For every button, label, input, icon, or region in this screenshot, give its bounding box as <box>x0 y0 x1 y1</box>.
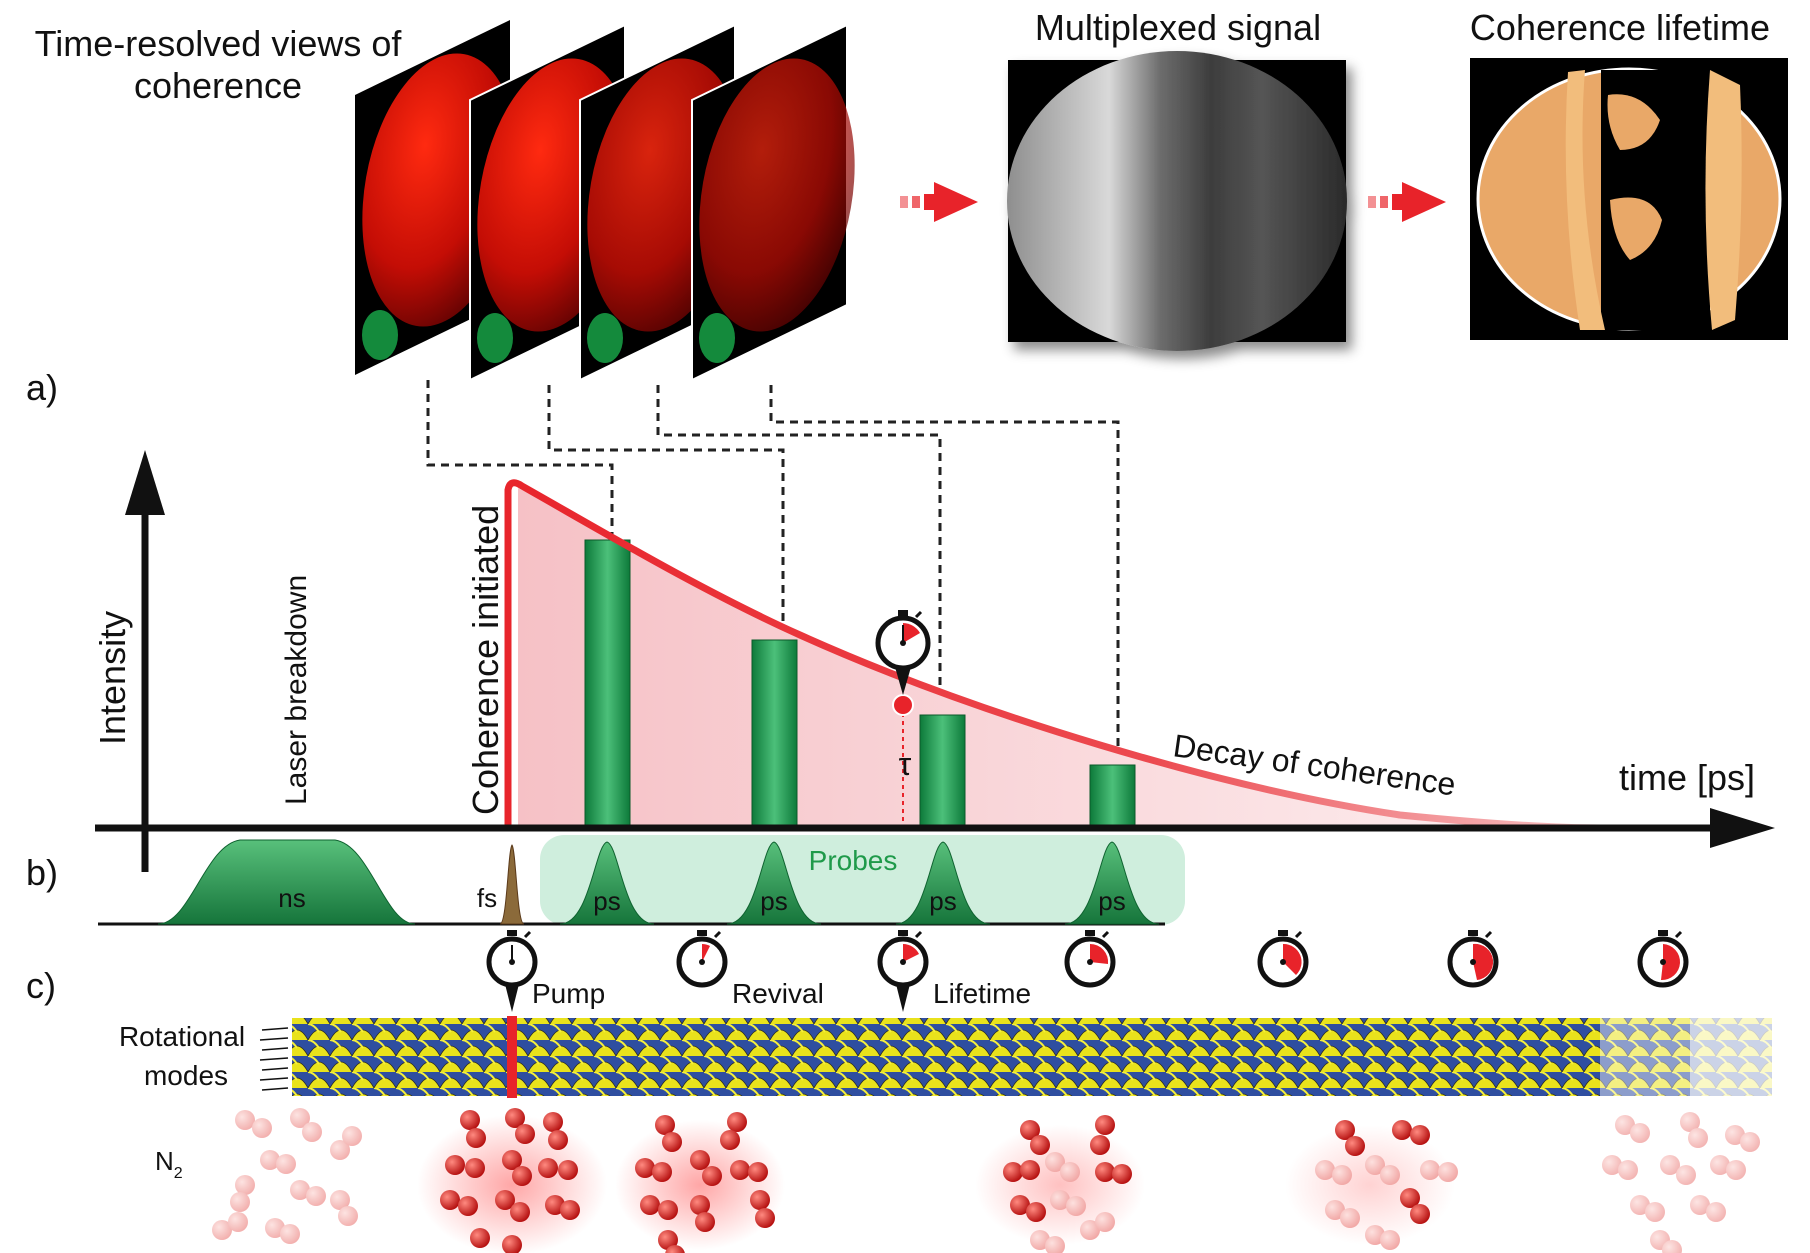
title-time-resolved-line2: coherence <box>134 65 302 106</box>
rotational-modes-strip <box>292 1016 1772 1098</box>
rotational-label-line1: Rotational <box>119 1021 245 1052</box>
n2-symbol: N <box>155 1146 174 1176</box>
tau-point <box>892 694 914 716</box>
ns-label: ns <box>278 883 305 913</box>
n2-cluster-lifetime <box>975 1115 1145 1253</box>
ps-pulse <box>1064 841 1160 925</box>
stopwatch-icon <box>877 930 929 1012</box>
arrow-right-icon <box>1368 182 1446 222</box>
ps-pulse <box>726 841 822 925</box>
time-resolved-frames <box>355 20 855 382</box>
n2-cluster-decay <box>1285 1120 1458 1250</box>
stopwatch-icon <box>1447 930 1499 988</box>
tau-label: τ <box>899 746 912 782</box>
panel-label-b: b) <box>26 852 58 893</box>
n2-cluster-revival <box>615 1112 785 1253</box>
frame-4 <box>691 23 855 382</box>
rotational-arrows <box>259 1027 289 1091</box>
ps-pulses <box>559 841 1160 925</box>
pump-label: Pump <box>532 978 605 1009</box>
stopwatch-icon <box>1064 930 1116 988</box>
lifetime-label: Lifetime <box>933 978 1031 1009</box>
multiplexed-image <box>1007 51 1347 351</box>
ps-pulse <box>895 841 991 925</box>
stopwatch-icon <box>1637 930 1689 988</box>
panel-label-c: c) <box>26 965 56 1006</box>
laser-breakdown-label: Laser breakdown <box>280 575 313 805</box>
arrow-right-icon <box>900 182 978 222</box>
n2-label: N2 <box>155 1146 183 1182</box>
x-axis-label: time [ps] <box>1619 757 1755 798</box>
probe-bar <box>919 714 966 829</box>
probe-bar <box>584 539 631 829</box>
stopwatch-icon <box>486 930 538 1012</box>
ps-label-4: ps <box>1098 886 1125 916</box>
lifetime-image <box>1470 58 1788 340</box>
stopwatch-icon <box>1257 930 1309 988</box>
decay-curve <box>480 479 1601 832</box>
revival-label: Revival <box>732 978 824 1009</box>
y-axis-arrowhead <box>125 450 165 515</box>
probe-bar <box>1089 764 1136 829</box>
title-multiplexed: Multiplexed signal <box>1035 7 1321 48</box>
probe-bar <box>751 639 798 829</box>
probes-label: Probes <box>809 845 898 876</box>
coherence-initiated-label: Coherence initiated <box>465 505 506 815</box>
title-time-resolved-line1: Time-resolved views of <box>35 23 403 64</box>
stopwatch-icon <box>676 930 728 988</box>
fs-pulse <box>499 844 525 925</box>
fs-label: fs <box>477 883 497 913</box>
probes-band <box>540 835 1185 925</box>
stopwatch-icon <box>875 610 931 695</box>
ps-label-1: ps <box>593 886 620 916</box>
rotational-label-line2: modes <box>144 1060 228 1091</box>
n2-subscript: 2 <box>174 1165 183 1182</box>
y-axis-label: Intensity <box>92 611 133 745</box>
panel-label-a: a) <box>26 367 58 408</box>
frame-probe-connectors <box>426 380 1120 750</box>
ps-label-2: ps <box>760 886 787 916</box>
ns-pulse <box>157 839 416 925</box>
ps-pulse <box>559 841 655 925</box>
n2-cluster-faint <box>212 1108 362 1244</box>
n2-cluster-pump <box>417 1108 607 1253</box>
n2-cluster-faint-end <box>1602 1112 1760 1253</box>
x-axis-arrowhead <box>1710 808 1775 848</box>
title-lifetime: Coherence lifetime <box>1470 7 1770 48</box>
ps-label-3: ps <box>929 886 956 916</box>
